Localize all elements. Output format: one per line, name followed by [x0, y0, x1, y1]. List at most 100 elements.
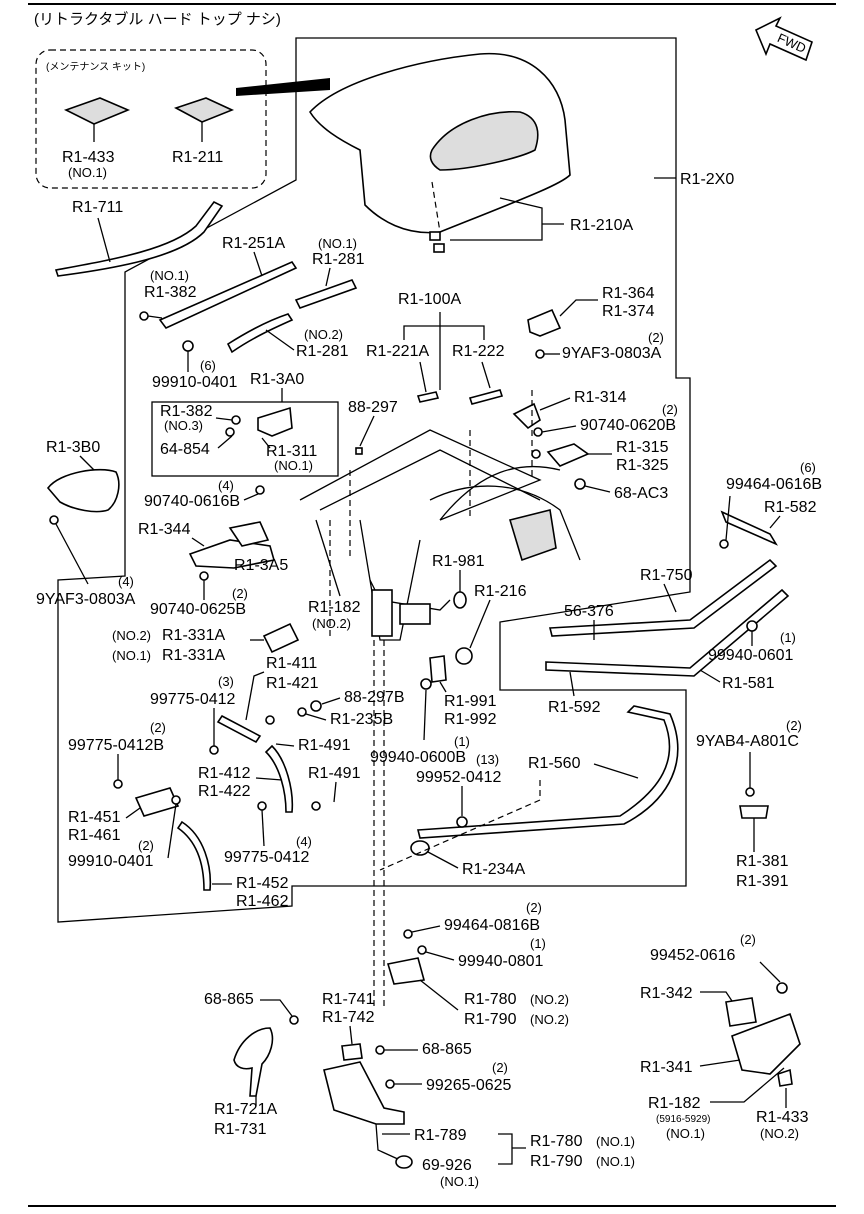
weatherstrip-711	[54, 200, 224, 277]
label-99775-0412b: 99775-0412B	[68, 737, 164, 754]
label-r1-325: R1-325	[616, 457, 669, 474]
label-r1-991: R1-991	[444, 693, 497, 710]
pad-221a	[416, 391, 440, 403]
label-r1-422: R1-422	[198, 783, 251, 800]
label-r1-731: R1-731	[214, 1121, 267, 1138]
fwd-arrow-icon: FWD	[754, 16, 813, 62]
label-r1-382-a: R1-382	[144, 284, 197, 301]
clip-99910-icon	[182, 340, 194, 352]
label-r1-780-b: R1-780	[530, 1133, 583, 1150]
catch-311	[257, 406, 293, 437]
label-r1-790-b: R1-790	[530, 1153, 583, 1170]
label-99775-0412-b: 99775-0412	[224, 849, 310, 866]
kit-part-a-note: (NO.1)	[68, 165, 107, 180]
label-90740-0625b: 90740-0625B	[150, 601, 246, 618]
label-r1-182-b: R1-182	[648, 1095, 701, 1112]
label-r1-491-a: R1-491	[298, 737, 351, 754]
clip-991	[429, 655, 447, 683]
bumper-981	[453, 591, 467, 609]
label-r1-452: R1-452	[236, 875, 289, 892]
note-no1-331: (NO.1)	[112, 648, 151, 663]
label-r1-411: R1-411	[266, 655, 317, 672]
kit-arrow-icon	[236, 78, 330, 96]
kit-pad-b	[173, 97, 235, 123]
label-56-376: 56-376	[564, 603, 614, 620]
pad-331a	[262, 622, 300, 654]
label-68-865-a: 68-865	[204, 991, 254, 1008]
assembly-outline	[57, 37, 691, 923]
label-99910-0401-a: 99910-0401	[152, 374, 238, 391]
label-r1-234a: R1-234A	[462, 861, 525, 878]
label-68-865-b: 68-865	[422, 1041, 472, 1058]
qty-4-b: (4)	[118, 574, 134, 589]
latch-341	[731, 1012, 801, 1075]
pad-342	[725, 997, 757, 1027]
label-r1-331a-a: R1-331A	[162, 627, 225, 644]
label-r1-421: R1-421	[266, 675, 319, 692]
latch-3a5	[188, 539, 276, 569]
label-r1-741: R1-741	[322, 991, 375, 1008]
qty-4-a: (4)	[218, 478, 234, 493]
label-r1-581: R1-581	[722, 675, 775, 692]
hard-top-shell	[308, 52, 571, 253]
qty-1-c: (1)	[530, 936, 546, 951]
note-no1-281: (NO.1)	[318, 236, 357, 251]
label-r1-711: R1-711	[72, 199, 123, 216]
label-r1-222: R1-222	[452, 343, 505, 360]
note-no1-780: (NO.1)	[596, 1134, 635, 1149]
label-9yab4-a801c: 9YAB4-A801C	[696, 733, 799, 750]
label-r1-742: R1-742	[322, 1009, 375, 1026]
maintenance-kit-box	[35, 49, 267, 189]
note-no1-790: (NO.1)	[596, 1154, 635, 1169]
label-r1-281-a: R1-281	[312, 251, 365, 268]
handle-780	[323, 1061, 405, 1125]
note-no2-281: (NO.2)	[304, 327, 343, 342]
label-r1-391: R1-391	[736, 873, 789, 890]
qty-2-h: (2)	[740, 932, 756, 947]
note-no1-926: (NO.1)	[440, 1174, 479, 1189]
label-r1-235b: R1-235B	[330, 711, 393, 728]
label-r1-3a0: R1-3A0	[250, 371, 304, 388]
label-r1-311: R1-311	[266, 443, 317, 460]
label-r1-433: R1-433	[756, 1109, 809, 1126]
label-r1-210a: R1-210A	[570, 217, 633, 234]
note-no2-182: (NO.2)	[312, 616, 351, 631]
stopper-216	[455, 647, 473, 665]
label-r1-221a: R1-221A	[366, 343, 429, 360]
label-r1-491-b: R1-491	[308, 765, 361, 782]
note-no1-382: (NO.1)	[150, 268, 189, 283]
label-9yaf3-0803a-a: 9YAF3-0803A	[562, 345, 662, 362]
label-r1-344: R1-344	[138, 521, 191, 538]
label-r1-560: R1-560	[528, 755, 581, 772]
label-90740-0620b: 90740-0620B	[580, 417, 676, 434]
label-r1-381: R1-381	[736, 853, 789, 870]
note-no2-331: (NO.2)	[112, 628, 151, 643]
bracket-315	[546, 443, 590, 467]
label-r1-216: R1-216	[474, 583, 527, 600]
label-r1-342: R1-342	[640, 985, 693, 1002]
qty-2-b: (2)	[662, 402, 678, 417]
label-r1-750: R1-750	[640, 567, 693, 584]
label-r1-100a: R1-100A	[398, 291, 461, 308]
label-r1-182: R1-182	[308, 599, 361, 616]
label-r1-992: R1-992	[444, 711, 497, 728]
kit-part-a-label: R1-433	[62, 149, 115, 166]
label-99464-0816b: 99464-0816B	[444, 917, 540, 934]
plate-411	[216, 714, 262, 744]
label-r1-721a: R1-721A	[214, 1101, 277, 1118]
qty-1-a: (1)	[780, 630, 796, 645]
qty-2-e: (2)	[786, 718, 802, 733]
latch-344	[228, 521, 270, 547]
strip-412	[264, 744, 294, 813]
qty-2-f: (2)	[138, 838, 154, 853]
qty-4-c: (4)	[296, 834, 312, 849]
label-r1-412: R1-412	[198, 765, 251, 782]
top-frame-mechanism	[299, 429, 581, 641]
qty-2-i: (2)	[492, 1060, 508, 1075]
label-r1-364: R1-364	[602, 285, 655, 302]
kit-part-b-label: R1-211	[172, 149, 223, 166]
cover-721a	[233, 1027, 274, 1097]
label-r1-251a: R1-251A	[222, 235, 285, 252]
note-no2-790: (NO.2)	[530, 1012, 569, 1027]
